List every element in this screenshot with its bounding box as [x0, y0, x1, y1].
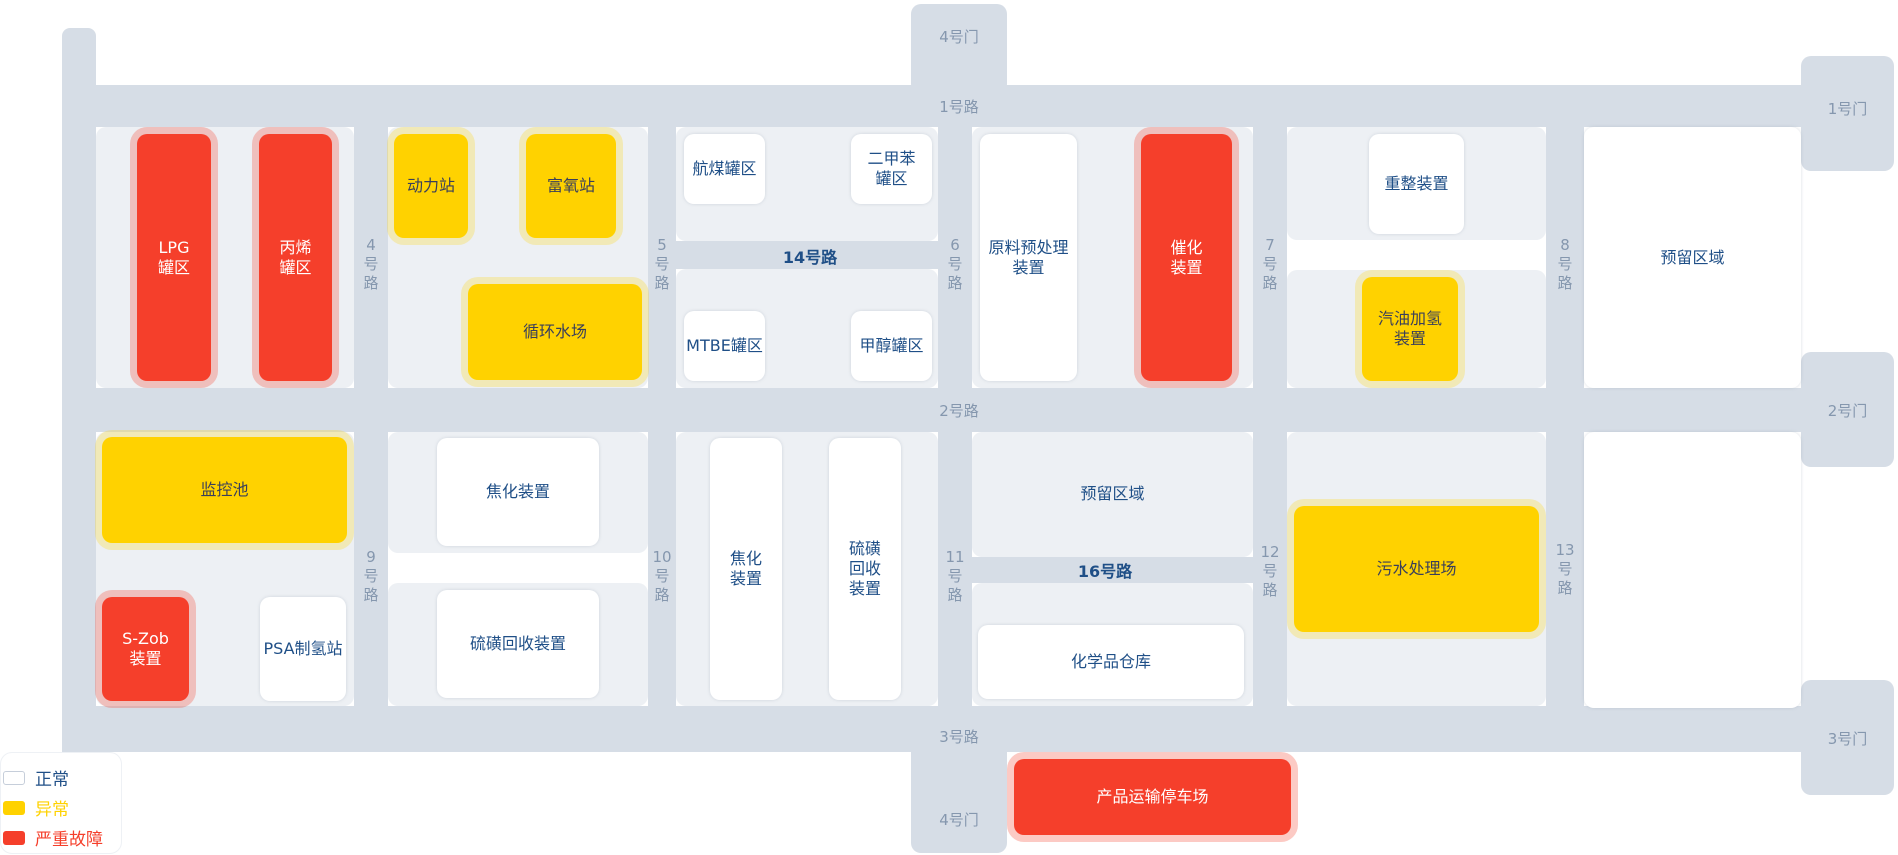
road-12-label: 12 号 路: [1260, 543, 1280, 599]
gate-4-bottom: [911, 740, 1007, 853]
road-5-10: [648, 85, 676, 752]
legend-normal: 正常: [3, 765, 69, 790]
road-5-label: 5 号 路: [654, 236, 670, 292]
road-3-label: 3号路: [939, 728, 979, 746]
s-zob-unit[interactable]: S-Zob 装置: [102, 597, 189, 701]
gate-4-bottom-label: 4号门: [939, 811, 979, 829]
power-station[interactable]: 动力站: [394, 134, 468, 238]
road-16: [972, 557, 1253, 583]
road-11-label: 11 号 路: [945, 548, 965, 604]
coking-unit-1[interactable]: 焦化装置: [437, 438, 599, 546]
road-16-label: 16号路: [1077, 562, 1133, 581]
road-10-label: 10 号 路: [652, 548, 672, 604]
road-4-9: [354, 85, 388, 752]
circulating-water-field[interactable]: 循环水场: [468, 284, 642, 380]
gate-2-label: 2号门: [1827, 402, 1868, 420]
gate-4-top-label: 4号门: [939, 28, 979, 46]
coking-unit-2[interactable]: 焦化 装置: [710, 438, 782, 700]
legend-normal-label: 正常: [35, 770, 69, 790]
catalytic-unit[interactable]: 催化 装置: [1141, 134, 1232, 381]
gate-1-label: 1号门: [1827, 100, 1868, 118]
chemical-warehouse[interactable]: 化学品仓库: [978, 625, 1244, 699]
xylene-tank-area[interactable]: 二甲苯 罐区: [851, 134, 932, 204]
propylene-tank-area[interactable]: 丙烯 罐区: [259, 134, 332, 381]
monitoring-pool[interactable]: 监控池: [102, 437, 347, 543]
sewage-treatment-plant[interactable]: 污水处理场: [1294, 506, 1539, 632]
legend-fault-swatch: [3, 830, 25, 845]
road-9-label: 9 号 路: [363, 548, 379, 604]
legend-fault: 严重故障: [3, 825, 103, 850]
psa-hydrogen-station[interactable]: PSA制氢站: [260, 597, 346, 701]
methanol-tank-area[interactable]: 甲醇罐区: [851, 311, 932, 381]
road-4-label: 4 号 路: [363, 236, 379, 292]
gate-3: [1801, 680, 1894, 795]
raw-material-pretreatment-unit[interactable]: 原料预处理 装置: [980, 134, 1077, 381]
road-6-label: 6 号 路: [947, 236, 963, 292]
legend-warning: 异常: [3, 795, 69, 820]
mtbe-tank-area[interactable]: MTBE罐区: [684, 311, 765, 381]
reforming-unit[interactable]: 重整装置: [1369, 134, 1464, 234]
road-14: [676, 241, 938, 269]
gate-1: [1801, 56, 1894, 171]
legend-normal-swatch: [3, 770, 25, 785]
legend-fault-label: 严重故障: [35, 830, 103, 850]
reserved-area-central[interactable]: 预留区域: [973, 432, 1252, 556]
legend-warning-label: 异常: [35, 800, 69, 820]
road-2-label: 2号路: [939, 402, 979, 420]
gate-4-top: [911, 4, 1007, 94]
road-14-label: 14号路: [782, 248, 838, 267]
oxygen-enrichment-station[interactable]: 富氧站: [526, 134, 616, 238]
jet-fuel-tank-area[interactable]: 航煤罐区: [684, 134, 765, 204]
product-transport-parking-lot[interactable]: 产品运输停车场: [1014, 759, 1291, 835]
road-1-label: 1号路: [939, 98, 979, 116]
legend: 正常 异常 严重故障: [0, 752, 122, 854]
road-8-13: [1546, 85, 1584, 752]
road-7-12: [1253, 85, 1287, 752]
sulfur-recovery-unit-1[interactable]: 硫磺回收装置: [437, 590, 599, 698]
legend-warning-swatch: [3, 800, 25, 815]
sulfur-recovery-unit-2[interactable]: 硫磺 回收 装置: [829, 438, 901, 700]
road-left-vertical: [62, 85, 96, 752]
road-7-label: 7 号 路: [1262, 236, 1278, 292]
gasoline-hydrogenation-unit[interactable]: 汽油加氢 装置: [1362, 277, 1458, 381]
road-8-label: 8 号 路: [1557, 236, 1573, 292]
lpg-tank-area[interactable]: LPG 罐区: [137, 134, 211, 381]
road-6-11: [938, 85, 972, 752]
reserved-area-east-1[interactable]: 预留区域: [1584, 127, 1801, 388]
reserved-area-east-2[interactable]: [1584, 432, 1801, 708]
left-road-stub: [62, 28, 96, 88]
gate-2: [1801, 352, 1894, 467]
gate-3-label: 3号门: [1827, 730, 1868, 748]
road-13-label: 13 号 路: [1555, 541, 1575, 597]
